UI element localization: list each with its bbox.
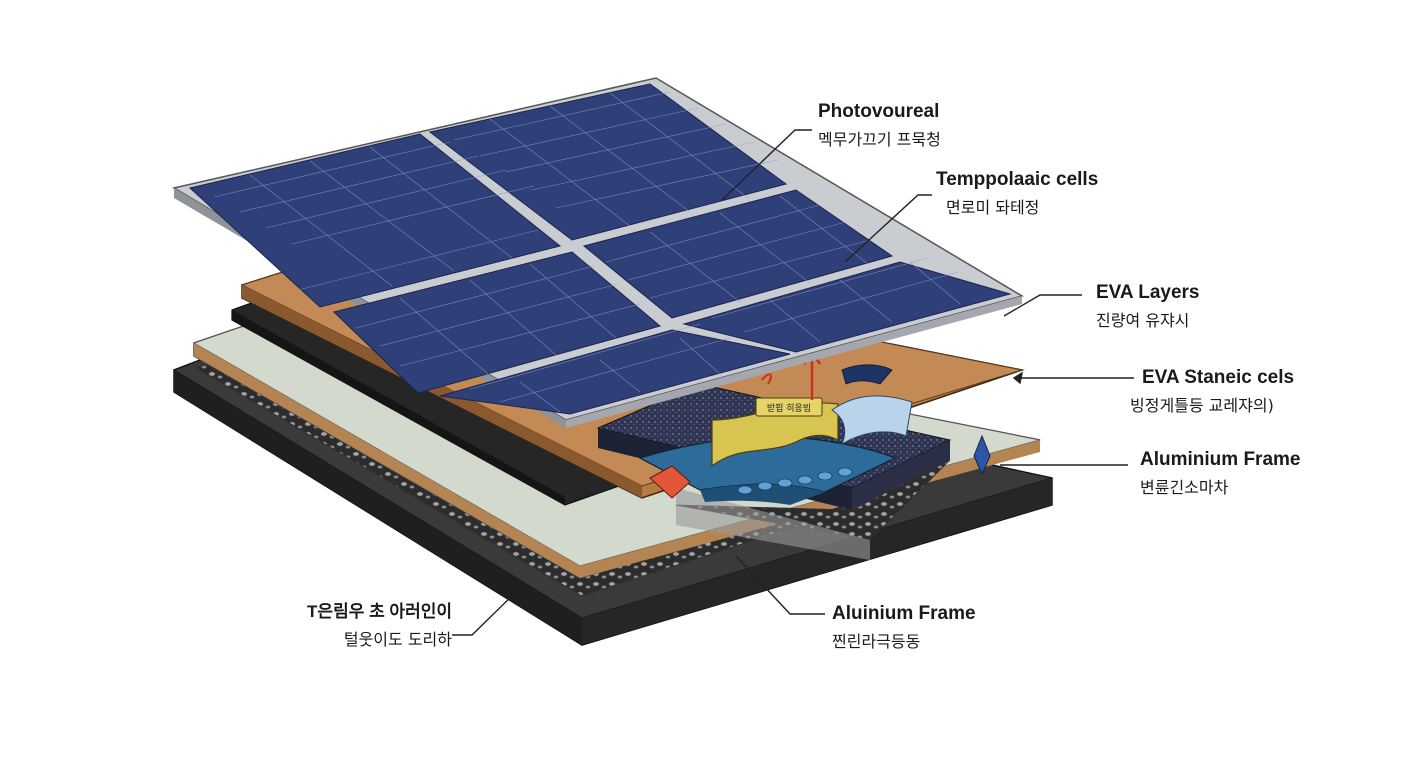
solar-panel-top	[171, 77, 1024, 428]
callout-photovoureal: Photovoureal 멕무가끄기 프묵청	[818, 100, 941, 152]
callout-title: Aluminium Frame	[1140, 449, 1301, 470]
callout-subtitle: 찐린라극등동	[832, 632, 921, 651]
callout-aluminium-frame-right: Aluminium Frame 변륜긴소마차	[1140, 448, 1300, 500]
panel-tag-text: 받핍 히응빔	[767, 403, 811, 414]
callout-title: EVA Staneic cels	[1142, 367, 1295, 388]
callout-temppolaaic: Temppolaaic cells 면로미 돠테정	[936, 168, 1098, 220]
callout-t-label: T은림우 초 아러인이 털웃이도 도리하	[262, 600, 452, 652]
callout-subtitle: 멕무가끄기 프묵청	[818, 130, 941, 149]
callout-subtitle: 변륜긴소마차	[1140, 478, 1229, 497]
leader-aluinium-bottom	[735, 555, 825, 615]
leader-photovoureal	[721, 129, 812, 201]
callout-title: Temppolaaic cells	[936, 169, 1099, 190]
callout-title: Photovoureal	[818, 101, 940, 122]
callout-subtitle: 진량여 유쟈시	[1096, 311, 1190, 330]
leader-lines	[452, 129, 1134, 636]
callout-title: EVA Layers	[1096, 282, 1200, 303]
curled-film	[831, 364, 913, 446]
callout-eva-staneic: EVA Staneic cels 빙정게틀등 교레쟈의)	[1130, 366, 1295, 418]
callout-aluinium-frame-bottom: Aluinium Frame 찐린라극등동	[832, 602, 976, 654]
callout-subtitle: 털웃이도 도리하	[343, 630, 452, 649]
callout-title: Aluinium Frame	[832, 603, 976, 624]
callout-subtitle: 면로미 돠테정	[946, 198, 1040, 217]
leader-arrowhead	[1012, 371, 1024, 385]
callout-eva-layers: EVA Layers 진량여 유쟈시	[1096, 281, 1200, 333]
leader-eva-layers	[1003, 294, 1082, 317]
callout-title: T은림우 초 아러인이	[307, 602, 452, 621]
leader-t-label	[452, 589, 519, 636]
leader-temppolaaic	[844, 194, 932, 263]
yellow-conductor-sheet: 받핍 히응빔	[711, 397, 839, 468]
callout-subtitle: 빙정게틀등 교레쟈의)	[1130, 396, 1274, 415]
